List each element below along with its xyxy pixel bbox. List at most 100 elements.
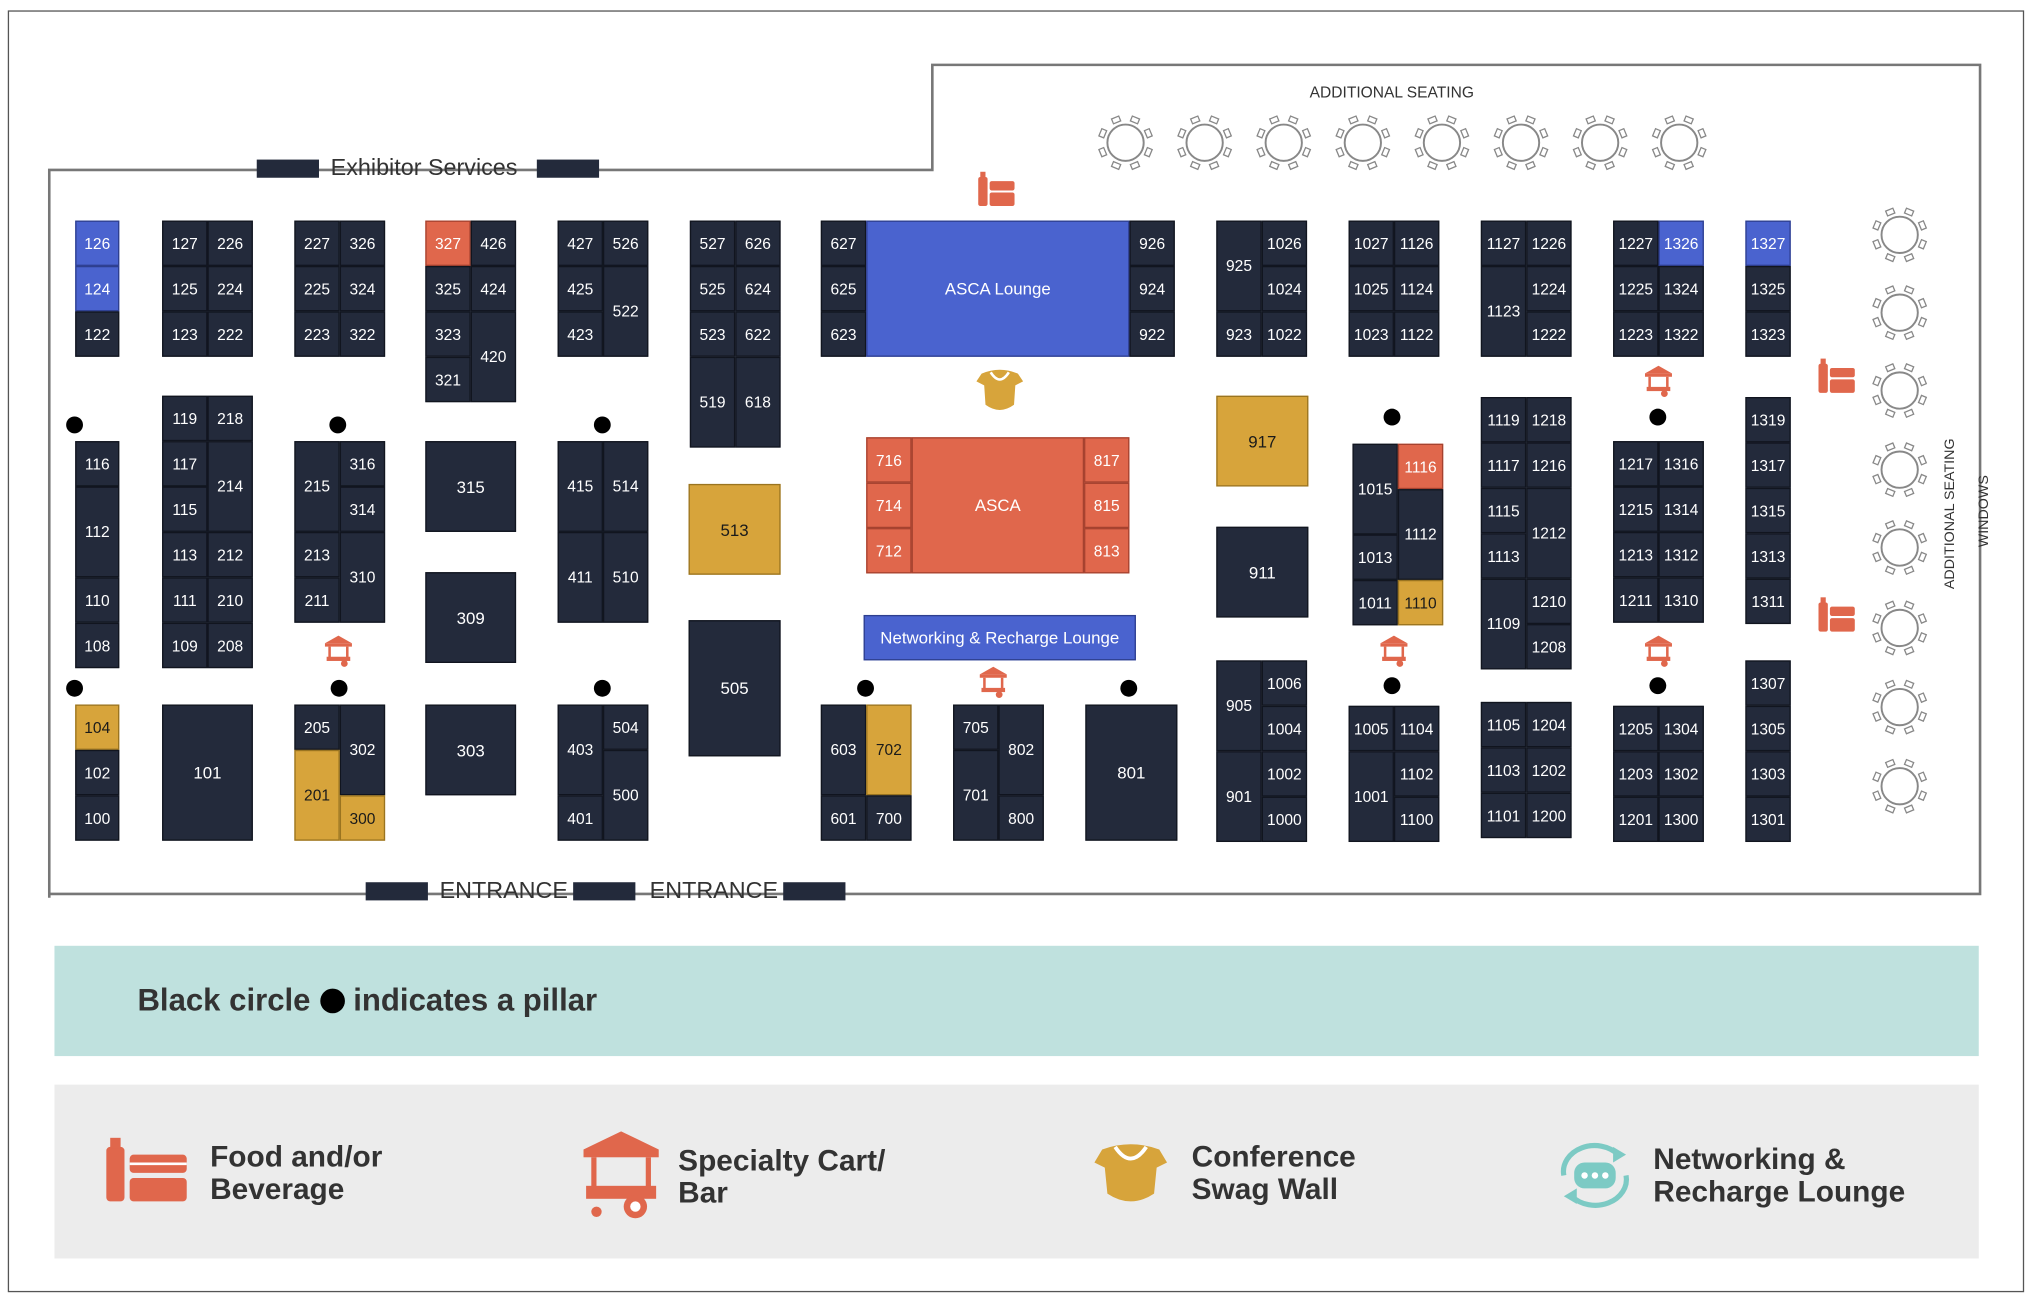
booth-1123[interactable]: 1123 [1480, 265, 1527, 357]
booth-1208[interactable]: 1208 [1526, 624, 1572, 670]
booth-111[interactable]: 111 [162, 577, 208, 623]
booth-205[interactable]: 205 [294, 704, 340, 750]
booth-1109[interactable]: 1109 [1480, 578, 1527, 670]
booth-926[interactable]: 926 [1129, 220, 1175, 266]
booth-1210[interactable]: 1210 [1526, 578, 1572, 625]
booth-asca[interactable]: ASCA [911, 437, 1085, 574]
booth-1116[interactable]: 1116 [1397, 443, 1444, 490]
booth-325[interactable]: 325 [425, 265, 471, 312]
booth-426[interactable]: 426 [470, 220, 517, 266]
booth-527[interactable]: 527 [689, 220, 736, 266]
booth-1105[interactable]: 1105 [1480, 701, 1527, 748]
booth-122[interactable]: 122 [75, 311, 120, 357]
booth-403[interactable]: 403 [557, 704, 603, 796]
booth-1004[interactable]: 1004 [1261, 705, 1308, 752]
booth-801[interactable]: 801 [1085, 704, 1178, 841]
booth-415[interactable]: 415 [557, 441, 603, 532]
booth-523[interactable]: 523 [689, 311, 736, 357]
booth-323[interactable]: 323 [425, 311, 471, 357]
booth-905[interactable]: 905 [1216, 660, 1262, 752]
booth-315[interactable]: 315 [425, 441, 517, 532]
booth-125[interactable]: 125 [162, 265, 208, 312]
booth-1100[interactable]: 1100 [1393, 796, 1440, 843]
booth-1203[interactable]: 1203 [1613, 751, 1659, 797]
booth-817[interactable]: 817 [1084, 437, 1130, 483]
booth-701[interactable]: 701 [953, 749, 999, 841]
booth-1005[interactable]: 1005 [1348, 705, 1394, 752]
booth-519[interactable]: 519 [689, 356, 736, 448]
booth-1312[interactable]: 1312 [1658, 531, 1704, 578]
booth-627[interactable]: 627 [820, 220, 867, 266]
booth-802[interactable]: 802 [998, 704, 1044, 796]
booth-127[interactable]: 127 [162, 220, 208, 266]
booth-922[interactable]: 922 [1129, 311, 1175, 357]
booth-1022[interactable]: 1022 [1261, 311, 1308, 357]
booth-705[interactable]: 705 [953, 704, 999, 750]
booth-525[interactable]: 525 [689, 265, 736, 312]
booth-702[interactable]: 702 [866, 704, 912, 796]
booth-303[interactable]: 303 [425, 704, 517, 796]
booth-309[interactable]: 309 [425, 572, 517, 663]
booth-1213[interactable]: 1213 [1613, 531, 1659, 578]
booth-223[interactable]: 223 [294, 311, 340, 357]
booth-1204[interactable]: 1204 [1526, 701, 1572, 748]
booth-1201[interactable]: 1201 [1613, 796, 1659, 843]
booth-117[interactable]: 117 [162, 441, 208, 487]
booth-226[interactable]: 226 [207, 220, 253, 266]
booth-1001[interactable]: 1001 [1348, 751, 1394, 843]
booth-224[interactable]: 224 [207, 265, 253, 312]
booth-622[interactable]: 622 [735, 311, 781, 357]
booth-1322[interactable]: 1322 [1658, 311, 1704, 357]
booth-1325[interactable]: 1325 [1745, 265, 1791, 312]
booth-1122[interactable]: 1122 [1393, 311, 1440, 357]
booth-1223[interactable]: 1223 [1613, 311, 1659, 357]
booth-1202[interactable]: 1202 [1526, 747, 1572, 793]
booth-1217[interactable]: 1217 [1613, 441, 1659, 487]
booth-510[interactable]: 510 [602, 531, 649, 623]
booth-623[interactable]: 623 [820, 311, 867, 357]
booth-1113[interactable]: 1113 [1480, 533, 1527, 579]
booth-1126[interactable]: 1126 [1393, 220, 1440, 266]
booth-1327[interactable]: 1327 [1745, 220, 1791, 266]
booth-104[interactable]: 104 [75, 704, 120, 750]
booth-1222[interactable]: 1222 [1526, 311, 1572, 357]
booth-1200[interactable]: 1200 [1526, 792, 1572, 839]
booth-1302[interactable]: 1302 [1658, 751, 1704, 797]
booth-401[interactable]: 401 [557, 795, 603, 841]
booth-813[interactable]: 813 [1084, 528, 1130, 574]
booth-1104[interactable]: 1104 [1393, 705, 1440, 752]
booth-110[interactable]: 110 [75, 577, 120, 623]
booth-1305[interactable]: 1305 [1745, 705, 1791, 752]
booth-1303[interactable]: 1303 [1745, 751, 1791, 797]
booth-1000[interactable]: 1000 [1261, 796, 1308, 843]
booth-1311[interactable]: 1311 [1745, 578, 1791, 625]
booth-113[interactable]: 113 [162, 531, 208, 578]
booth-800[interactable]: 800 [998, 795, 1044, 841]
booth-213[interactable]: 213 [294, 531, 340, 578]
booth-119[interactable]: 119 [162, 395, 208, 442]
booth-123[interactable]: 123 [162, 311, 208, 357]
booth-1323[interactable]: 1323 [1745, 311, 1791, 357]
booth-1224[interactable]: 1224 [1526, 265, 1572, 312]
booth-1316[interactable]: 1316 [1658, 441, 1704, 487]
booth-201[interactable]: 201 [294, 749, 340, 841]
booth-925[interactable]: 925 [1216, 220, 1262, 312]
booth-227[interactable]: 227 [294, 220, 340, 266]
booth-212[interactable]: 212 [207, 531, 253, 578]
booth-321[interactable]: 321 [425, 356, 471, 403]
booth-1315[interactable]: 1315 [1745, 487, 1791, 534]
booth-924[interactable]: 924 [1129, 265, 1175, 312]
booth-603[interactable]: 603 [820, 704, 867, 796]
booth-327[interactable]: 327 [425, 220, 471, 266]
booth-310[interactable]: 310 [339, 531, 386, 623]
booth-316[interactable]: 316 [339, 441, 386, 487]
booth-networking-recharge-lounge[interactable]: Networking & Recharge Lounge [863, 614, 1136, 661]
booth-923[interactable]: 923 [1216, 311, 1262, 357]
booth-300[interactable]: 300 [339, 795, 386, 841]
booth-1115[interactable]: 1115 [1480, 487, 1527, 534]
booth-917[interactable]: 917 [1216, 395, 1309, 487]
booth-500[interactable]: 500 [602, 749, 649, 841]
booth-1011[interactable]: 1011 [1352, 579, 1398, 626]
booth-108[interactable]: 108 [75, 622, 120, 669]
booth-1313[interactable]: 1313 [1745, 533, 1791, 579]
